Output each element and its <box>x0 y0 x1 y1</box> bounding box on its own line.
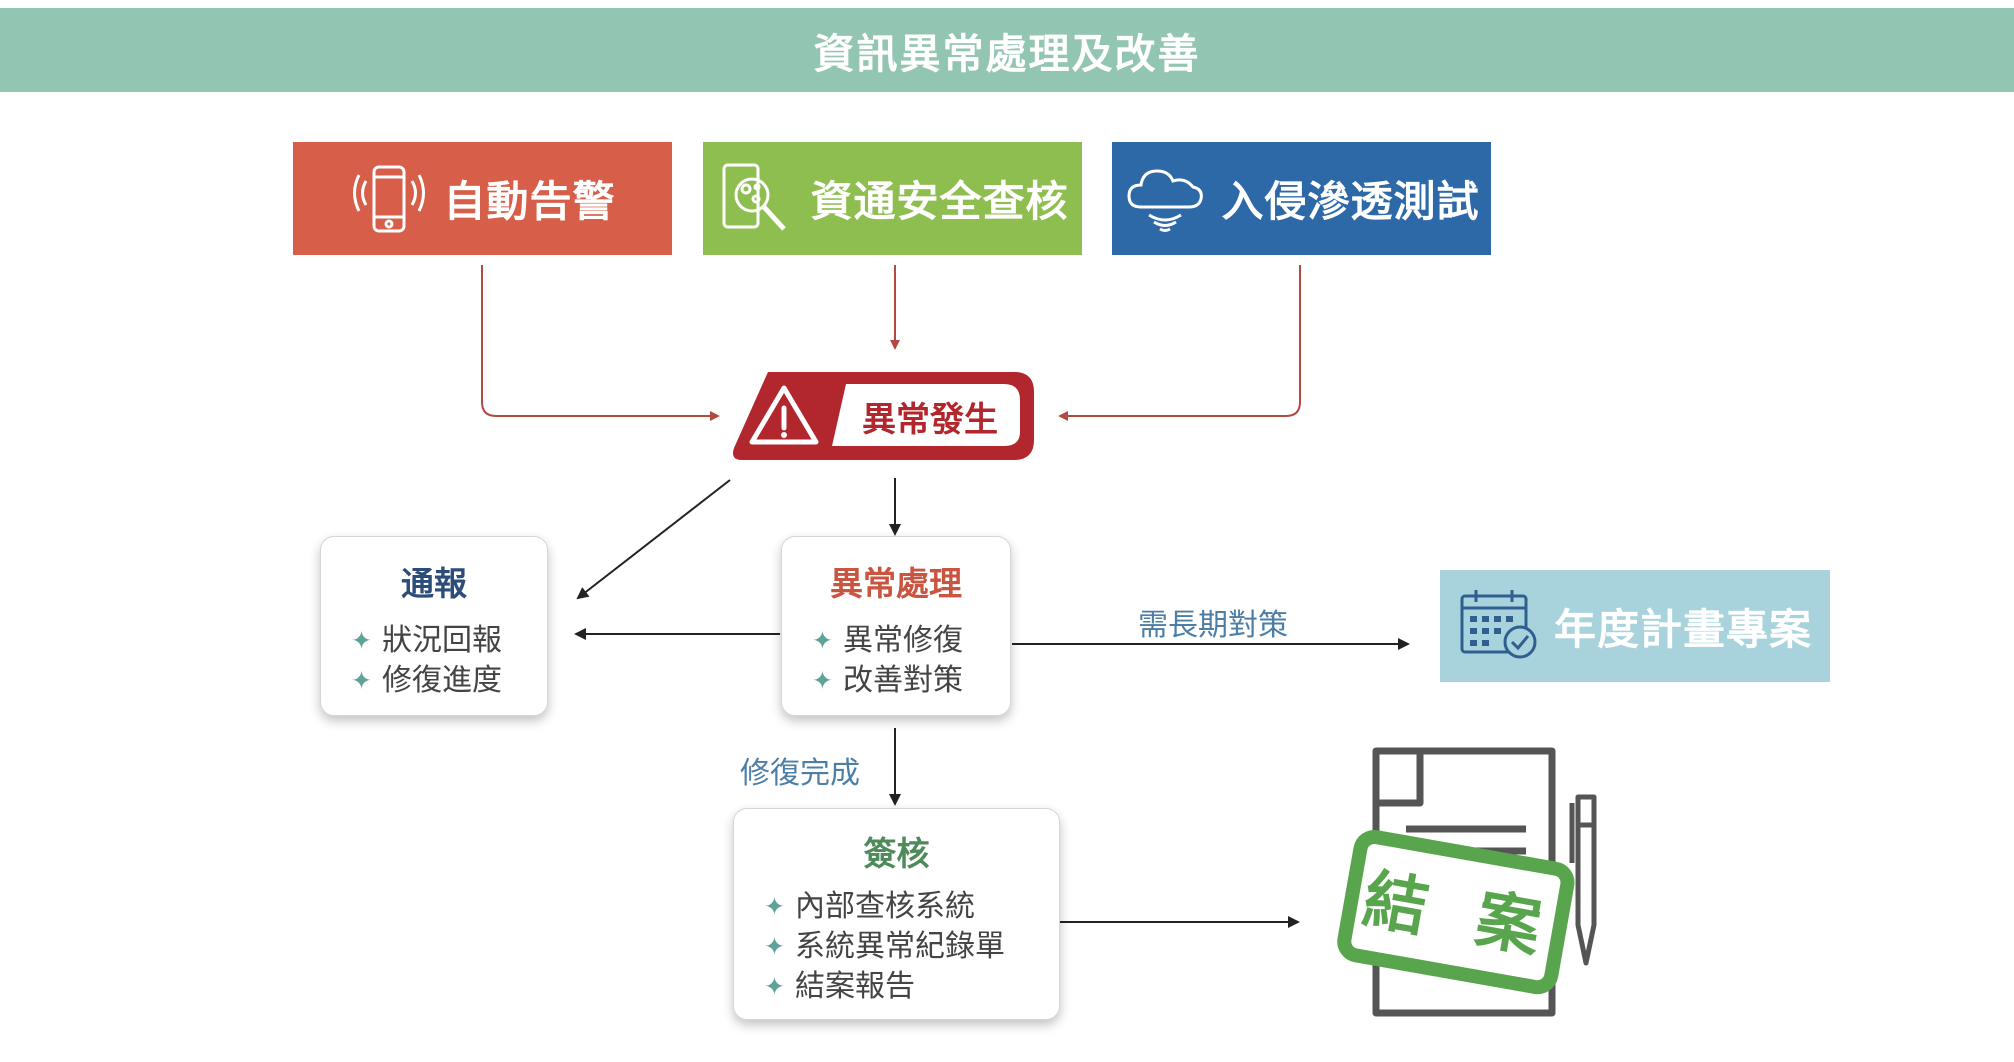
star-bullet-icon: ✦ <box>351 666 372 695</box>
source-label: 自動告警 <box>443 177 616 226</box>
list-item: ✦內部查核系統 <box>764 887 1059 927</box>
list-item: ✦狀況回報 <box>351 621 547 661</box>
alert-label: 異常發生 <box>862 399 998 440</box>
list-item: ✦修復進度 <box>351 661 547 701</box>
close-stamp <box>1337 829 1575 995</box>
smartphone-vibrate-icon <box>349 159 429 239</box>
magnifier-check-icon <box>716 159 796 239</box>
list-item: ✦異常修復 <box>812 621 1010 661</box>
list-item: ✦結案報告 <box>764 967 1059 1007</box>
source-security-audit: 資通安全查核 <box>703 142 1082 255</box>
annual-project-box: 年度計畫專案 <box>1440 570 1830 682</box>
cloud-signal-icon <box>1123 159 1207 239</box>
notify-items: ✦狀況回報 ✦修復進度 <box>321 621 547 701</box>
process-items: ✦異常修復 ✦改善對策 <box>782 621 1010 701</box>
star-bullet-icon: ✦ <box>812 626 833 655</box>
notify-card: 通報 ✦狀況回報 ✦修復進度 <box>320 536 548 716</box>
star-bullet-icon: ✦ <box>812 666 833 695</box>
process-card: 異常處理 ✦異常修復 ✦改善對策 <box>781 536 1011 716</box>
source-label: 資通安全查核 <box>810 177 1069 226</box>
list-item: ✦改善對策 <box>812 661 1010 701</box>
source-penetration-test: 入侵滲透測試 <box>1112 142 1491 255</box>
arrow-pentest-to-alert <box>1058 265 1301 421</box>
source-label: 入侵滲透測試 <box>1221 177 1480 226</box>
arrow-auto-alert-to-alert <box>481 265 720 421</box>
star-bullet-icon: ✦ <box>764 932 785 961</box>
page-title: 資訊異常處理及改善 <box>813 30 1201 78</box>
list-item: ✦系統異常紀錄單 <box>764 927 1059 967</box>
alert-badge <box>733 372 1034 460</box>
repair-done-label: 修復完成 <box>740 756 860 791</box>
long-term-label: 需長期對策 <box>1138 608 1288 643</box>
source-auto-alert: 自動告警 <box>293 142 672 255</box>
notify-title: 通報 <box>401 564 467 603</box>
star-bullet-icon: ✦ <box>764 972 785 1001</box>
star-bullet-icon: ✦ <box>764 892 785 921</box>
annual-project-label: 年度計畫專案 <box>1553 604 1812 654</box>
star-bullet-icon: ✦ <box>351 626 372 655</box>
review-items: ✦內部查核系統 ✦系統異常紀錄單 ✦結案報告 <box>734 887 1059 1007</box>
calendar-check-icon <box>1458 586 1540 666</box>
process-title: 異常處理 <box>830 564 962 603</box>
arrow-alert-to-notify <box>576 479 731 600</box>
review-title: 簽核 <box>863 834 930 873</box>
warning-triangle-icon <box>749 385 819 445</box>
review-card: 簽核 ✦內部查核系統 ✦系統異常紀錄單 ✦結案報告 <box>733 808 1060 1020</box>
title-banner: 資訊異常處理及改善 <box>0 8 2014 92</box>
